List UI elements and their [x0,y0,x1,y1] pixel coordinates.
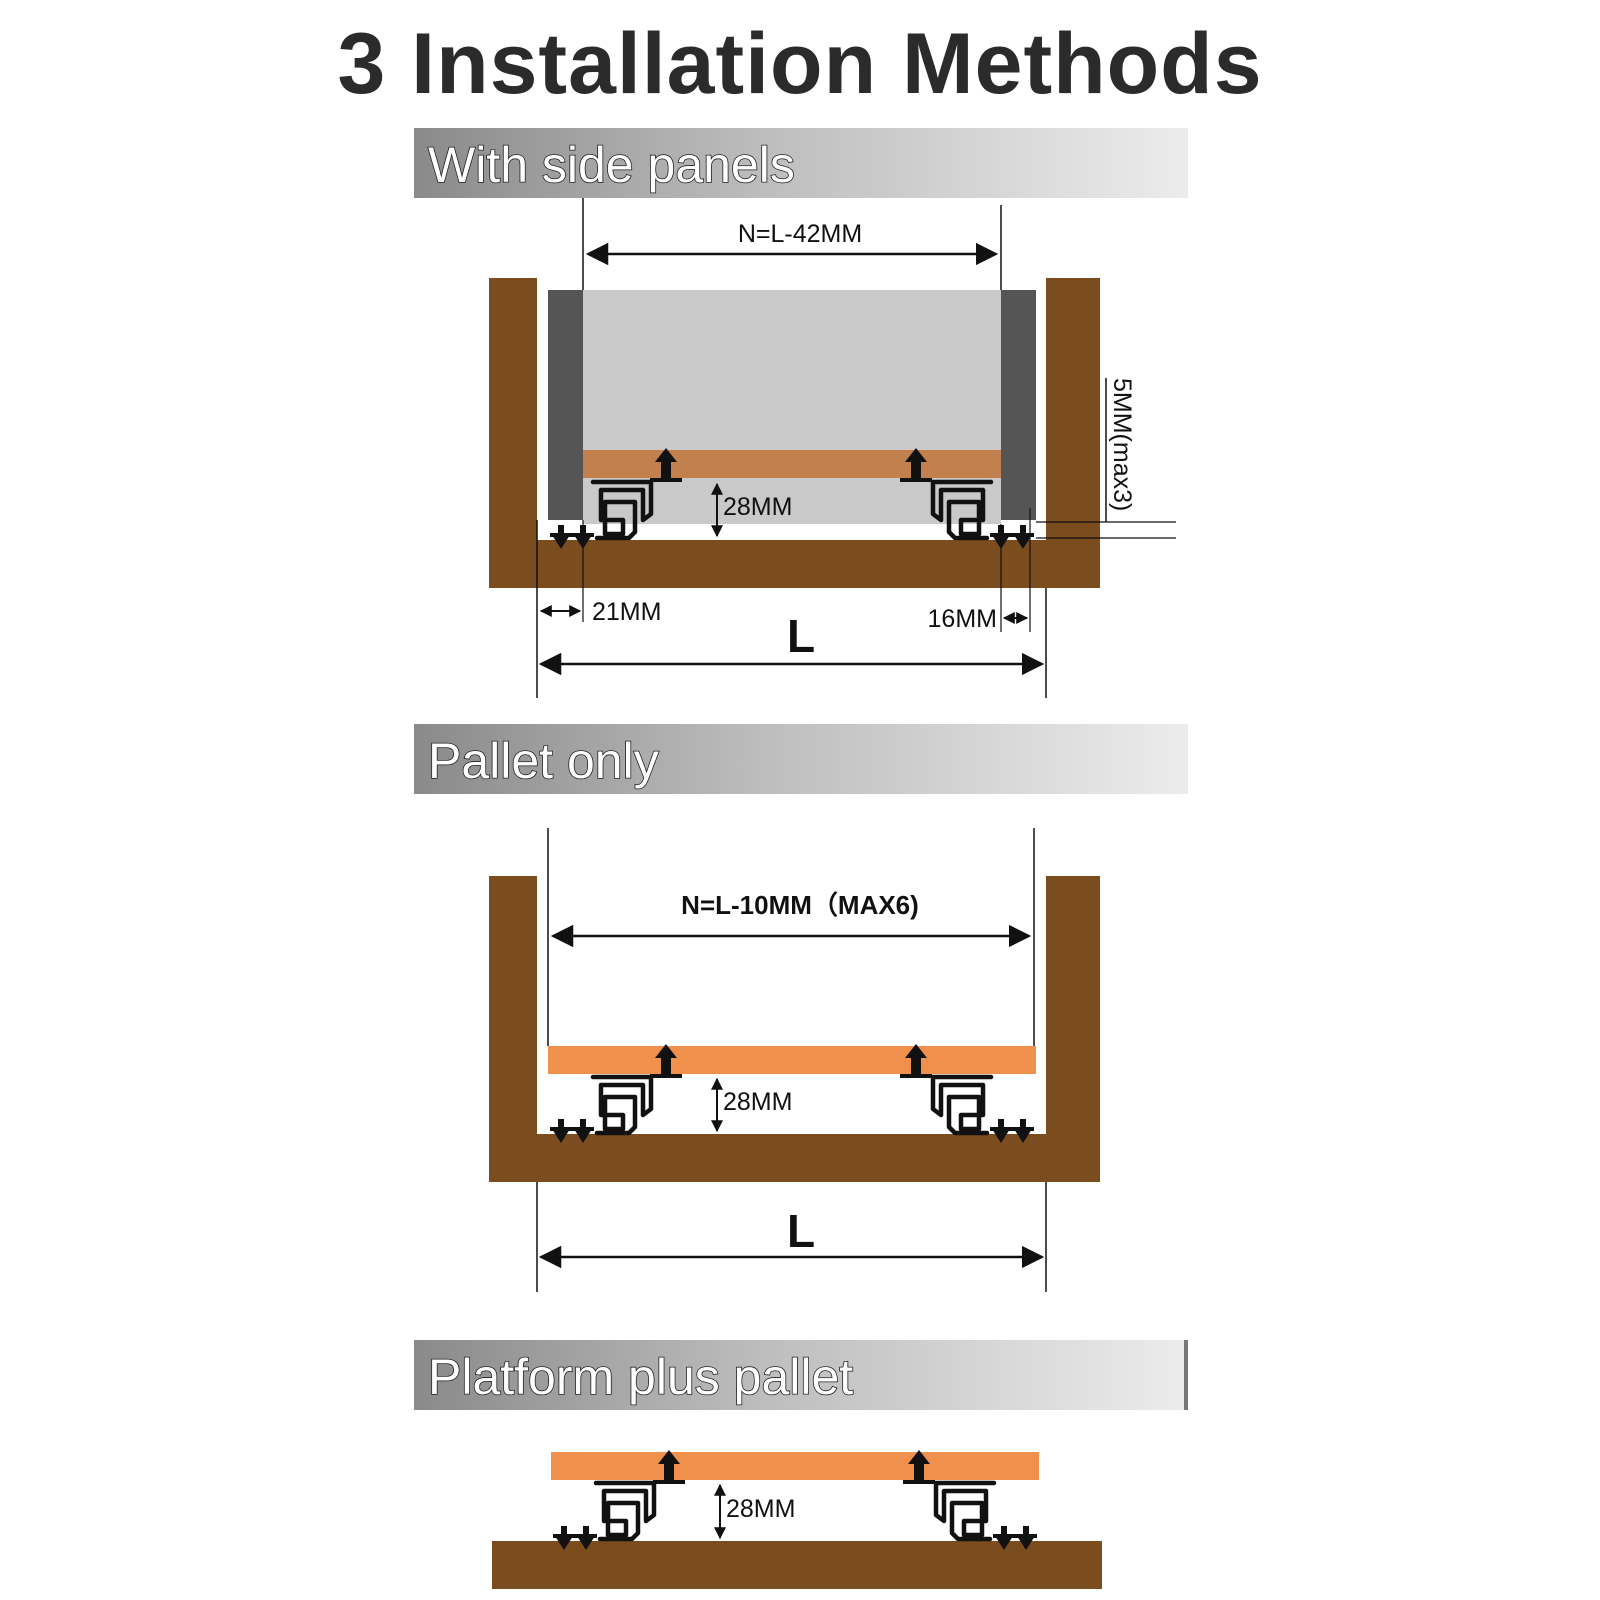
length-label: L [787,1205,815,1257]
section-heading: Platform plus pallet [428,1349,853,1405]
height-label: 28MM [726,1495,795,1523]
drawer-bottom-board [583,450,1001,478]
slide-rail-left [596,1483,654,1539]
drawer-side-panel-right [1001,290,1036,520]
section-heading-band [414,724,1188,794]
height-label: 28MM [723,493,792,521]
gap-label: 5MM(max3) [1108,378,1136,511]
left-clearance-label: 21MM [592,598,661,626]
cabinet-left-wall [489,278,537,588]
width-label: N=L-42MM [738,220,862,248]
section-heading: With side panels [428,137,795,193]
cabinet-bottom [489,1134,1100,1182]
slide-rail-left [593,1077,651,1133]
section-pallet-only: Pallet only N=L-10MM（MAX6) 28MM L [414,724,1188,1292]
drawer-body [583,290,1001,524]
pallet-board [548,1046,1036,1074]
height-label: 28MM [723,1088,792,1116]
section-platform-plus-pallet: Platform plus pallet 28MM [414,1340,1188,1589]
platform-base [492,1541,1102,1589]
page-title: 3 Installation Methods [337,16,1263,112]
cabinet-right-wall [1046,278,1100,588]
pallet-board [551,1452,1039,1480]
slide-rail-right [933,1077,991,1133]
drawer-side-panel-left [548,290,583,520]
width-label: N=L-10MM（MAX6) [681,890,919,920]
right-clearance-label: 16MM [928,605,997,633]
section-heading: Pallet only [428,733,659,789]
slide-rail-right [936,1483,994,1539]
section-heading-band [414,1340,1188,1410]
section-with-side-panels: With side panels N=L-42MM 28MM 5MM(max3) [414,128,1188,698]
length-label: L [787,610,815,662]
cabinet-bottom [489,540,1100,588]
section-heading-band [414,128,1188,198]
cabinet-left-wall [489,876,537,1182]
cabinet-right-wall [1046,876,1100,1182]
